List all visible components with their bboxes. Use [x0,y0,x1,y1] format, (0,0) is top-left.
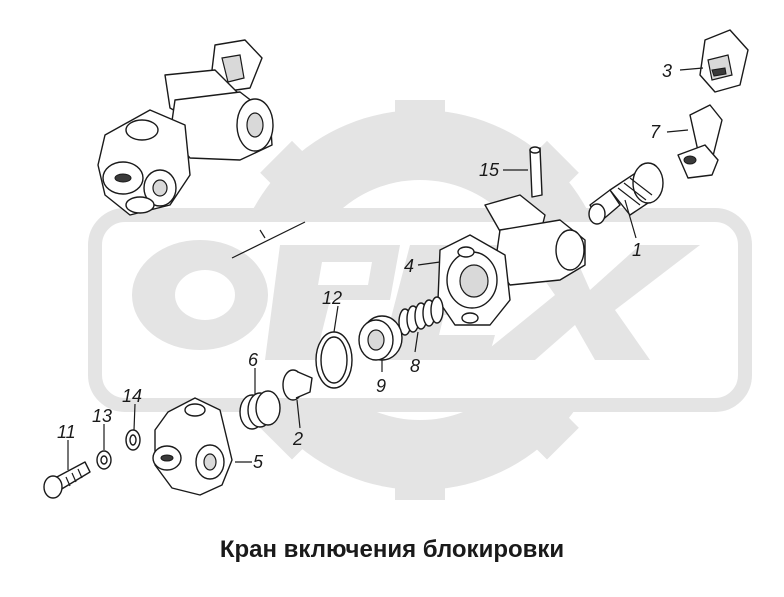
callout-9: 9 [376,376,386,396]
part-15-pin [529,146,543,198]
part-12-oring [315,331,353,389]
callout-5: 5 [253,452,264,472]
assembled-valve [97,39,274,216]
callout-1: 1 [632,240,642,260]
callout-14: 14 [122,386,142,406]
part-3-cap [699,29,749,93]
part-13-washer [96,450,112,470]
part-2-clip [282,369,313,401]
part-8-spring [398,296,444,336]
callout-11: 11 [57,422,76,442]
part-1-plunger [588,162,664,225]
callout-6: 6 [248,350,259,370]
part-11-screw [43,461,91,499]
callout-8: 8 [410,356,420,376]
part-14-washer [125,429,141,451]
part-9-bushing [358,315,403,361]
callout-12: 12 [322,288,342,308]
part-6-washer [239,390,281,430]
part-4-body [437,194,586,326]
part-7-lever [677,104,723,179]
callout-3: 3 [662,61,672,81]
diagram-title: Кран включения блокировки [219,536,565,563]
callouts: 3 7 15 1 4 12 8 9 6 2 5 14 13 11 [57,61,672,472]
callout-13: 13 [92,406,112,426]
callout-2: 2 [292,429,303,449]
part-5-housing [152,397,233,496]
callout-4: 4 [404,256,414,276]
callout-7: 7 [650,122,661,142]
callout-15: 15 [479,160,500,180]
leader-lines [67,67,704,470]
